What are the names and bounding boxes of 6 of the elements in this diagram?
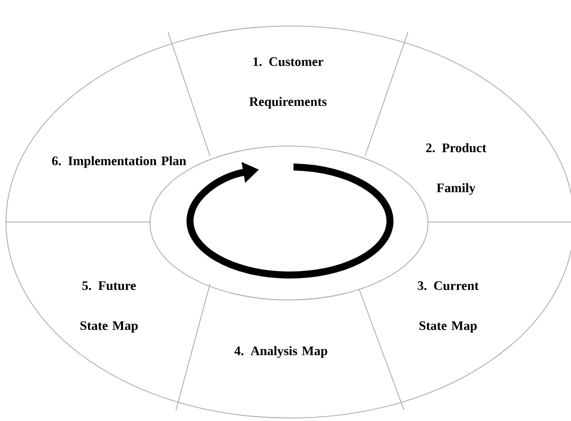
segment-label: 2. Product Family	[426, 143, 486, 195]
segment-label: 6. Implementation Plan	[52, 156, 186, 168]
segment-label: 3. Current State Map	[418, 281, 479, 333]
segment-label: 4. Analysis Map	[234, 346, 328, 358]
segment-label: 1. Customer Requirements	[249, 57, 327, 109]
segment-label: 5. Future State Map	[80, 281, 138, 333]
